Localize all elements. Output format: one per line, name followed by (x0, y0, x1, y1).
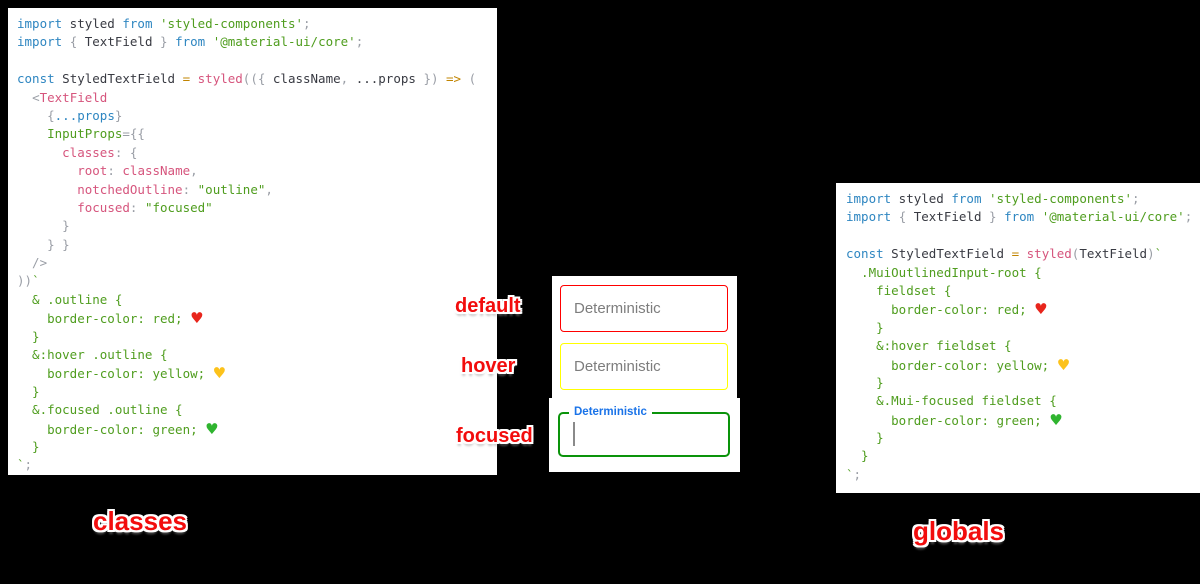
code-line: &:hover fieldset { (846, 338, 1012, 354)
code-line: &:hover .outline { (17, 347, 168, 363)
text-cursor-caret (573, 422, 575, 446)
code-line: <TextField (32, 89, 108, 105)
code-line: const StyledTextField = styled(TextField… (846, 246, 1163, 262)
code-line: & .outline { (17, 291, 123, 307)
yellow-heart-icon: ♥ (1056, 355, 1071, 374)
code-line: InputProps={{ (47, 126, 145, 142)
red-heart-icon: ♥ (190, 309, 204, 328)
code-line: border-color: green; ♥ (17, 419, 219, 438)
code-line: } (846, 319, 884, 335)
code-line: border-color: red; ♥ (17, 309, 204, 328)
green-heart-icon: ♥ (205, 419, 219, 438)
code-line: notchedOutline: "outline", (77, 181, 273, 197)
textfield-default[interactable]: Deterministic (560, 285, 728, 332)
caption-classes: classes (93, 506, 187, 536)
code-line: root: className, (77, 163, 198, 179)
code-line: /> (17, 255, 48, 271)
code-line: fieldset { (846, 282, 952, 298)
code-line: &.focused .outline { (17, 402, 183, 418)
code-line: import { TextField } from '@material-ui/… (17, 34, 364, 50)
green-heart-icon: ♥ (1049, 410, 1063, 429)
red-heart-icon: ♥ (1034, 300, 1048, 319)
annotation-focused: focused (456, 425, 533, 447)
textfield-demo-panel: Deterministic Deterministic (552, 276, 737, 398)
code-line: border-color: red; ♥ (846, 300, 1048, 319)
code-line: ))` (17, 273, 40, 289)
annotation-hover: hover (461, 355, 516, 377)
textfield-focused-label: Deterministic (569, 406, 652, 419)
code-line: &.Mui-focused fieldset { (846, 393, 1057, 409)
code-line: } (17, 218, 70, 234)
code-line: border-color: yellow; ♥ (17, 364, 227, 383)
code-line: } (846, 430, 884, 446)
code-line: import styled from 'styled-components'; (17, 16, 311, 31)
code-line: border-color: yellow; ♥ (846, 355, 1071, 374)
code-line: focused: "focused" (77, 199, 213, 215)
code-panel-globals: import styled from 'styled-components'; i… (836, 183, 1200, 493)
code-line: } (17, 438, 40, 454)
code-line: } (846, 448, 869, 464)
yellow-heart-icon: ♥ (212, 364, 227, 383)
code-line: const StyledTextField = styled(({ classN… (17, 71, 477, 87)
code-line (17, 52, 497, 70)
code-line (846, 227, 1200, 245)
textfield-hover[interactable]: Deterministic (560, 343, 728, 390)
code-line: border-color: green; ♥ (846, 410, 1063, 429)
code-line: `; (17, 457, 33, 473)
code-line: } (17, 328, 40, 344)
code-line: {...props} (47, 107, 123, 123)
caption-globals: globals (913, 516, 1005, 546)
textfield-hover-placeholder: Deterministic (574, 358, 661, 375)
code-line: } } (17, 236, 70, 252)
code-line: import { TextField } from '@material-ui/… (846, 209, 1193, 225)
code-panel-classes: import styled from 'styled-components'; i… (8, 8, 497, 475)
annotation-default: default (455, 295, 521, 317)
code-line: import styled from 'styled-components'; (846, 191, 1140, 206)
code-line: } (846, 374, 884, 390)
code-line: } (17, 383, 40, 399)
textfield-focused[interactable]: Deterministic (558, 406, 730, 457)
code-line: `; (846, 466, 862, 482)
textfield-focused-panel: Deterministic (549, 398, 740, 472)
code-line: classes: { (62, 144, 138, 160)
code-line: .MuiOutlinedInput-root { (846, 264, 1042, 280)
textfield-default-placeholder: Deterministic (574, 300, 661, 317)
